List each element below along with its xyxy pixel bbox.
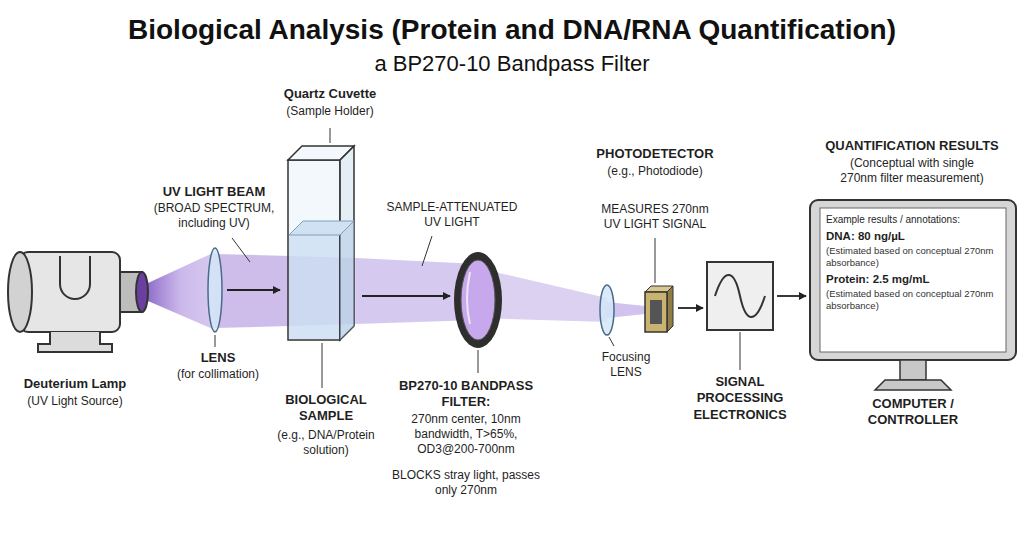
quartz-cuvette [289,235,339,339]
component-label: (for collimation) [158,367,278,382]
deuterium-lamp [8,252,148,352]
component-label: (e.g., Photodiode) [585,164,725,179]
screen-text: DNA: 80 ng/µL [826,229,1002,243]
photodetector: PHOTODETECTOR(e.g., Photodiode)MEASURES … [640,286,674,332]
bandpass-filter [454,252,502,348]
photodetector [645,286,673,332]
component-label: (UV Light Source) [5,394,145,409]
computer-monitor: QUANTIFICATION RESULTS(Conceptual with s… [810,200,1016,360]
processing-box: SIGNAL PROCESSING ELECTRONICS [707,262,773,330]
leader-line [322,343,323,388]
screen-text: (Estimated based on conceptual 270nm abs… [826,288,996,312]
quartz-cuvette [340,146,354,340]
leader-line [655,238,656,283]
leader-line [215,335,216,347]
quartz-cuvette [289,221,354,235]
leader-line [330,128,331,143]
leader-line [609,337,614,346]
focusing-lens [600,285,614,335]
bandpass-filter: BP270-10 BANDPASS FILTER:270nm center, 1… [454,252,502,348]
connector-arrow [227,289,280,291]
component-label: COMPUTER / CONTROLLER [843,396,983,429]
focusing-lens: Focusing LENS [599,285,615,335]
collimating-lens [208,248,222,332]
computer-monitor [875,380,951,390]
sample-cuvette: Quartz Cuvette(Sample Holder)BIOLOGICAL … [284,132,358,340]
component-label: 270nm center, 10nm bandwidth, T>65%, OD3… [391,412,541,457]
screen-text: Protein: 2.5 mg/mL [826,272,1002,286]
component-label: Deuterium Lamp [5,376,145,392]
component-label: PHOTODETECTOR [585,146,725,162]
deuterium-lamp [60,256,90,299]
signal-electronics [707,262,773,330]
light-source: Deuterium Lamp(UV Light Source) [8,248,150,338]
screen-text: Example results / annotations: [826,214,1002,227]
leader-line [232,238,250,262]
light-beam [215,254,290,328]
quartz-cuvette [288,146,354,340]
leader-line [740,332,741,370]
focusing-lens [600,285,614,335]
deuterium-lamp [20,252,120,332]
light-beam [148,252,215,330]
leader-line [422,236,432,266]
quartz-cuvette [288,160,340,340]
component-label: Quartz Cuvette [260,86,400,102]
component-label: BP270-10 BANDPASS FILTER: [386,378,546,411]
photodetector [650,300,662,324]
beam-label: UV LIGHT BEAM [139,184,289,200]
collimating-lens [208,248,222,332]
beam-label: SAMPLE-ATTENUATED UV LIGHT [377,200,527,230]
deuterium-lamp [136,272,148,312]
photodetector [645,286,673,292]
diagram-title: Biological Analysis (Protein and DNA/RNA… [0,12,1024,47]
computer-monitor [900,360,926,380]
component-label: Focusing LENS [591,350,661,380]
connector-arrow [362,295,450,297]
connector-arrow [777,295,806,297]
deuterium-lamp [8,252,32,332]
signal-electronics [707,262,773,330]
computer-monitor [810,200,1016,390]
component-label: MEASURES 270nm UV LIGHT SIGNAL [595,202,715,232]
collimating-lens: LENS(for collimation) [207,248,223,332]
signal-electronics [715,275,765,317]
component-label: LENS [188,350,248,366]
quartz-cuvette [340,221,354,340]
component-label: (Sample Holder) [260,104,400,119]
bandpass-filter [454,252,502,348]
component-label: BLOCKS stray light, passes only 270nm [391,468,541,498]
leader-line [478,350,479,373]
photodetector [667,286,673,332]
bandpass-filter [461,260,495,340]
beam-label: (BROAD SPECTRUM, including UV) [152,201,277,231]
bandpass-filter [467,272,470,324]
leader-line [215,128,740,388]
connector-arrow [678,307,703,309]
deuterium-lamp [38,332,112,352]
subtitle: a BP270-10 Bandpass Filter [212,50,812,78]
computer-monitor [810,200,1016,360]
component-label: QUANTIFICATION RESULTS [807,138,1017,154]
component-label: (Conceptual with single 270nm filter mea… [832,156,992,186]
screen-text: (Estimated based on conceptual 270nm abs… [826,245,996,269]
component-label: BIOLOGICAL SAMPLE [271,392,381,425]
component-label: (e.g., DNA/Protein solution) [262,428,390,458]
computer-monitor [820,208,1006,352]
photodetector [645,292,667,332]
component-label: SIGNAL PROCESSING ELECTRONICS [685,374,795,423]
